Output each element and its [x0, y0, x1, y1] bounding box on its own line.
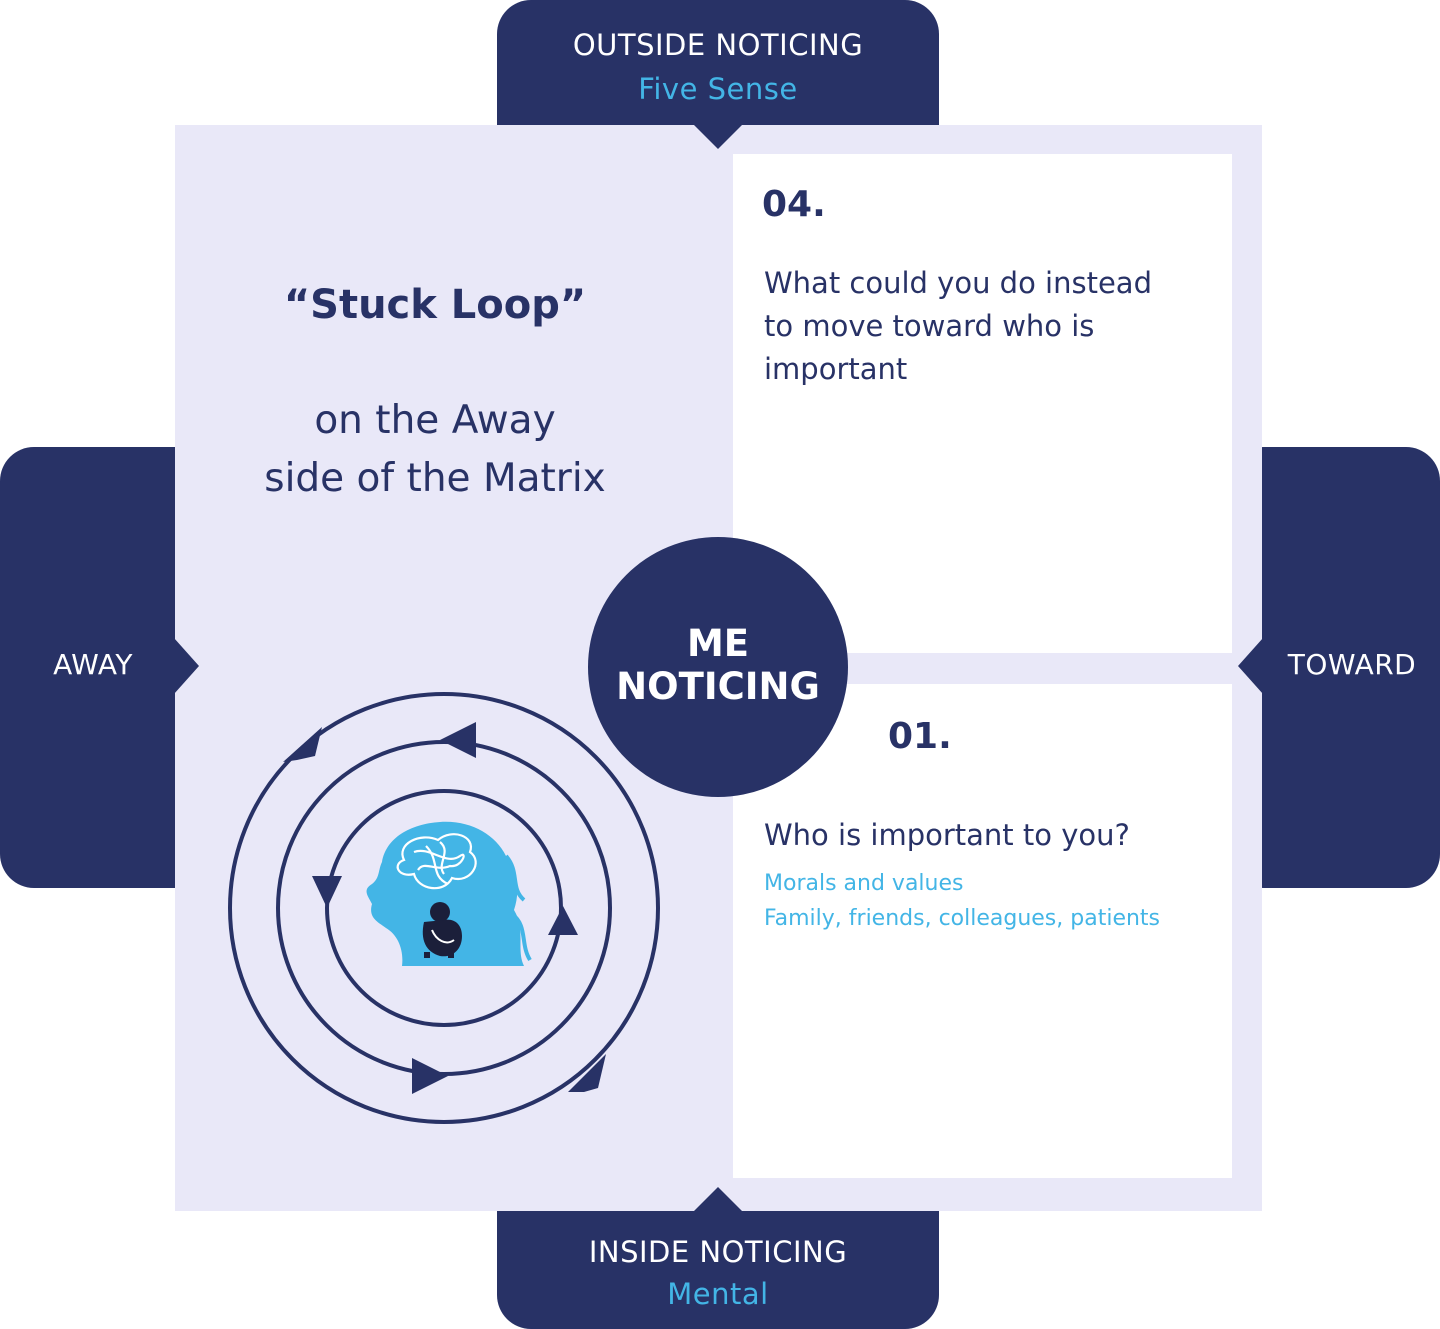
- stuck-loop-title: “Stuck Loop”: [283, 282, 587, 328]
- quadrant-01-question: Who is important to you?: [764, 818, 1130, 852]
- right-notch: [1238, 638, 1263, 694]
- quadrant-04-question: What could you do instead to move toward…: [764, 266, 1152, 386]
- center-line1: ME: [686, 622, 750, 665]
- quadrant-01-detail2: Family, friends, colleagues, patients: [764, 906, 1161, 931]
- center-label: ME NOTICING: [588, 622, 848, 708]
- top-tab-subtitle: Five Sense: [638, 72, 798, 106]
- bottom-notch: [693, 1187, 743, 1212]
- bottom-tab-title: INSIDE NOTICING: [588, 1235, 848, 1269]
- bottom-tab-subtitle: Mental: [667, 1277, 769, 1311]
- quadrant-04-box: [733, 154, 1232, 653]
- away-label: AWAY: [53, 648, 133, 681]
- left-notch: [174, 638, 199, 694]
- top-notch: [693, 124, 743, 149]
- quadrant-01-box: [733, 684, 1232, 1178]
- tangled-mind-head-icon: [366, 821, 532, 966]
- quadrant-04-number: 04.: [762, 184, 826, 225]
- quadrant-01-number: 01.: [888, 716, 952, 757]
- toward-label: TOWARD: [1287, 648, 1417, 681]
- left-panel-line2: side of the Matrix: [264, 456, 606, 501]
- quadrant-01-detail1: Morals and values: [764, 871, 964, 896]
- top-tab-title: OUTSIDE NOTICING: [572, 28, 864, 62]
- left-panel-line1: on the Away: [314, 398, 556, 443]
- center-circle: [588, 537, 848, 797]
- right-tab: [1230, 447, 1440, 888]
- center-line2: NOTICING: [616, 665, 820, 708]
